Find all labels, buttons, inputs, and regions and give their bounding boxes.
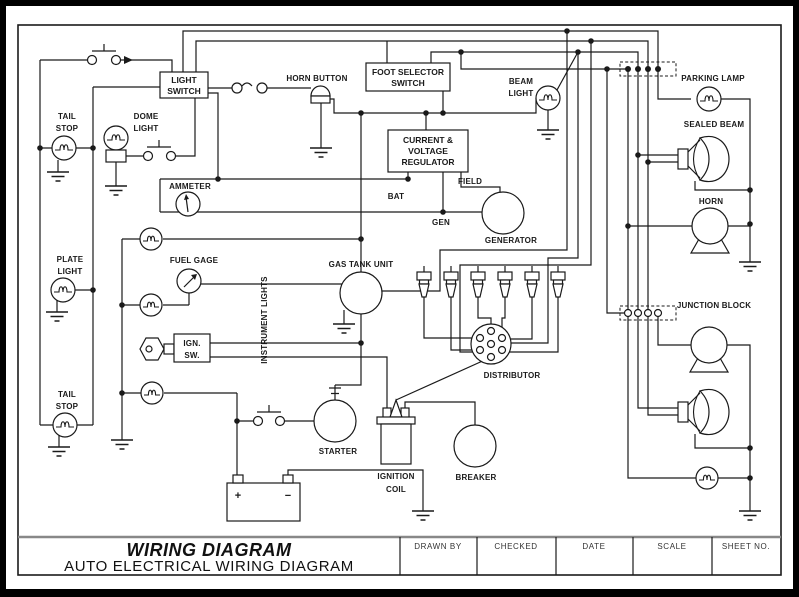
dome-light-bulb [103, 125, 129, 151]
foot-selector-switch-label: SWITCH [391, 78, 425, 88]
lower-lamp-bulb [695, 466, 719, 490]
distributor-symbol [470, 323, 512, 365]
dimmer-switch-symbol [86, 54, 122, 66]
horn-button-label: HORN BUTTON [286, 74, 347, 83]
generator-label: GENERATOR [485, 236, 537, 245]
instrument-light-bulb [139, 293, 163, 317]
junction-block-label: JUNCTION BLOCK [677, 301, 751, 310]
battery-negative-sign: − [285, 490, 291, 502]
ammeter-label: AMMETER [169, 182, 211, 191]
component-labels: TAIL STOP DOME LIGHT LIGHT SWITCH HORN B… [56, 67, 751, 502]
gas-tank-unit-label: GAS TANK UNIT [329, 260, 394, 269]
instrument-light-bulb [140, 381, 164, 405]
beam-light-bulb [535, 85, 561, 111]
parking-lam p-label: PARKING LAMP [681, 74, 745, 83]
ignition-coil-label: COIL [386, 485, 406, 494]
dome-light-socket [105, 149, 127, 163]
breaker-symbol [453, 424, 497, 468]
fuse-symbol [231, 82, 268, 94]
instrument-lights-label: INSTRUMENT LIGHTS [260, 276, 269, 364]
parking-lamp-bulb [696, 86, 722, 112]
tail-stop-top-bulb [51, 135, 77, 161]
drawing-title: WIRING DIAGRAM [127, 540, 292, 560]
tail-stop-top-label: TAIL [58, 112, 76, 121]
sealed-beam-label: SEALED BEAM [684, 120, 745, 129]
ignition-switch-symbol [139, 333, 211, 363]
ammeter-symbol [175, 191, 201, 217]
component-symbols [45, 54, 762, 522]
ignition-switch-label: IGN. [183, 339, 200, 348]
regulator-box [387, 129, 469, 173]
battery-symbol [226, 474, 301, 522]
gas-tank-unit-symbol [339, 271, 383, 315]
horn-symbol [690, 207, 730, 254]
horn-button-symbol [310, 85, 331, 104]
titleblock-field-date: DATE [582, 542, 605, 551]
light-switch-label: LIGHT [171, 75, 197, 85]
light-switch-label: SWITCH [167, 86, 201, 96]
ignition-coil-symbol [376, 398, 416, 465]
drawing-frame [17, 24, 782, 576]
tail-stop-bottom-bulb [52, 412, 78, 438]
beam-light-label: BEAM [509, 77, 533, 86]
dome-light-label: DOME [134, 112, 159, 121]
junction-block-top [619, 61, 677, 77]
wiring [39, 30, 751, 511]
junction-lamp-symbol [689, 326, 729, 373]
drawing-subtitle: AUTO ELECTRICAL WIRING DIAGRAM [64, 558, 354, 575]
junction-block-mid [619, 305, 677, 321]
title-block: WIRING DIAGRAM AUTO ELECTRICAL WIRING DI… [64, 540, 770, 575]
breaker-label: BREAKER [456, 473, 497, 482]
foot-selector-switch-label: FOOT SELECTOR [372, 67, 444, 77]
titleblock-field-scale: SCALE [657, 542, 686, 551]
beam-light-label: LIGHT [509, 89, 534, 98]
tail-stop-bottom-label: TAIL [58, 390, 76, 399]
regulator-label: VOLTAGE [408, 146, 448, 156]
starter-label: STARTER [319, 447, 358, 456]
titleblock-field-drawn-by: DRAWN BY [414, 542, 462, 551]
starter-symbol [313, 399, 357, 443]
junction-dots [37, 28, 753, 481]
fuel-gage-label: FUEL GAGE [170, 256, 219, 265]
dome-light-label: LIGHT [134, 124, 159, 133]
battery-positive-sign: + [235, 490, 241, 502]
foot-selector-switch-box [365, 62, 451, 92]
plate-light-label: LIGHT [58, 267, 83, 276]
plate-light-bulb [50, 277, 76, 303]
distributor-label: DISTRIBUTOR [484, 371, 541, 380]
field-terminal-label: FIELD [458, 177, 482, 186]
horn-label: HORN [699, 197, 723, 206]
titleblock-field-checked: CHECKED [494, 542, 537, 551]
tail-stop-bottom-label: STOP [56, 402, 79, 411]
tail-stop-top-label: STOP [56, 124, 79, 133]
spark-plugs [416, 266, 566, 304]
titleblock-field-sheet-no: SHEET NO. [722, 542, 770, 551]
fuel-gage-symbol [176, 268, 202, 294]
ignition-coil-label: IGNITION [377, 472, 414, 481]
light-switch-box [159, 71, 209, 99]
regulator-label: REGULATOR [401, 157, 454, 167]
gen-terminal-label: GEN [432, 218, 450, 227]
instrument-light-bulb [139, 227, 163, 251]
plate-light-label: PLATE [57, 255, 84, 264]
generator-symbol [481, 191, 525, 235]
bat-terminal-label: BAT [388, 192, 404, 201]
regulator-label: CURRENT & [403, 135, 453, 145]
ignition-switch-label: SW. [184, 351, 199, 360]
